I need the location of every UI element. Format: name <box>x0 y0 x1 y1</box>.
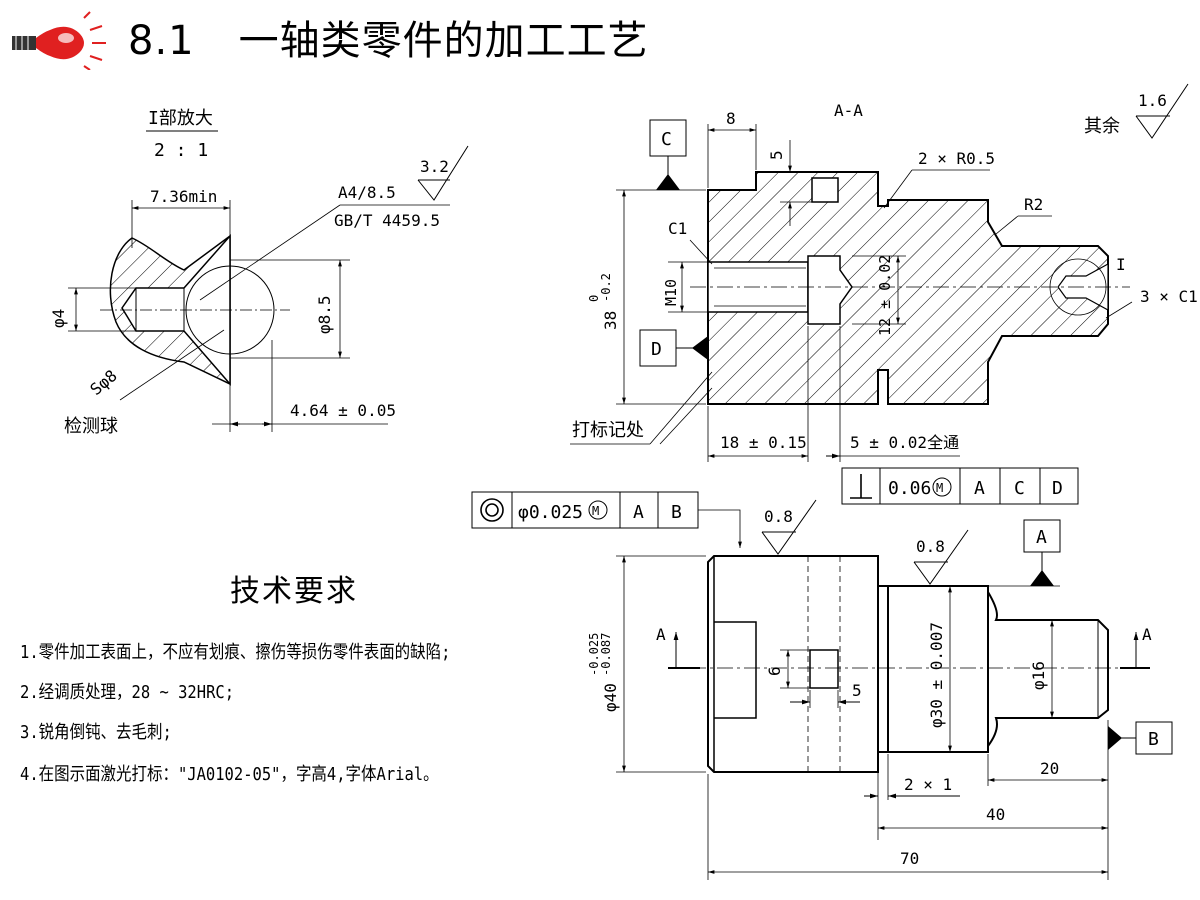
dim-small-dia: φ4 <box>49 309 68 328</box>
perp-datum-c: C <box>1014 478 1025 499</box>
section-number: 8.1 <box>128 18 195 64</box>
tech-title: 技术要求 <box>230 574 358 609</box>
requirement-4: 4.在图示面激光打标："JA0102-05"，字高4,字体Arial。 <box>20 764 439 785</box>
dim-18: 18 ± 0.15 <box>720 433 807 452</box>
perpendicularity-frame: 0.06 M A C D <box>841 467 1079 505</box>
coax-modifier: M <box>592 504 599 518</box>
roughness-rest: 1.6 <box>1138 91 1167 110</box>
dim-38-upper: 0 <box>587 295 601 302</box>
section-mark-right: A <box>1142 625 1152 644</box>
dim-8: 8 <box>726 109 736 128</box>
center-hole-spec-2: GB/T 4459.5 <box>334 211 440 230</box>
dim-40-upper: -0.025 <box>587 633 601 676</box>
dim-40-lower: -0.087 <box>599 633 613 676</box>
coax-datum-a: A <box>633 502 644 523</box>
dim-6: 6 <box>765 666 784 676</box>
dim-length: 7.36min <box>150 187 217 206</box>
dim-large-dia: φ8.5 <box>315 295 334 334</box>
chamfer-3c1: 3 × C1 <box>1140 287 1198 306</box>
section-view: A-A I 8 5 2 × R0.5 R2 3 × C1 <box>570 83 1198 462</box>
datum-c: C <box>661 129 672 150</box>
mark-note: 打标记处 <box>572 420 644 441</box>
dim-offset: 4.64 ± 0.05 <box>290 401 396 420</box>
coaxiality-frame: φ0.025 M A B <box>471 491 742 548</box>
dim-20: 20 <box>1040 759 1059 778</box>
datum-b: B <box>1148 729 1159 750</box>
dim-38: 38 <box>601 311 620 330</box>
dim-12: 12 ± 0.02 <box>876 255 894 336</box>
roughness-value: 3.2 <box>420 157 449 176</box>
center-hole-spec-1: A4/8.5 <box>338 183 396 202</box>
requirement-3: 3.锐角倒钝、去毛刺; <box>20 722 172 743</box>
dim-2x1: 2 × 1 <box>904 775 952 794</box>
perp-datum-a: A <box>974 478 985 499</box>
detail-marker: I <box>1116 255 1126 274</box>
datum-a: A <box>1036 527 1047 548</box>
dim-5b: 5 <box>852 681 862 700</box>
detail-view: I部放大 2 : 1 7.36min A4/8.5 GB/T 4459.5 3.… <box>49 108 469 437</box>
dim-slot: 5 ± 0.02全通 <box>850 433 959 452</box>
perp-datum-d: D <box>1052 478 1063 499</box>
section-mark-left: A <box>656 625 666 644</box>
roughness-2: 0.8 <box>916 537 945 556</box>
thread: M10 <box>662 279 680 306</box>
perp-modifier: M <box>936 481 943 495</box>
chamfer-c1: C1 <box>668 219 687 238</box>
dim-5: 5 <box>767 150 786 160</box>
front-view: A A 0.8 0.8 A B φ40 -0.025 -0.087 6 <box>587 499 1173 880</box>
ball-dia: Sφ8 <box>86 366 120 399</box>
page-title: 8.1 一轴类零件的加工工艺 <box>128 8 649 66</box>
requirement-2: 2.经调质处理，28 ~ 32HRC; <box>20 682 235 703</box>
groove-radius: 2 × R0.5 <box>918 149 995 168</box>
dim-40: 40 <box>986 805 1005 824</box>
dim-16: φ16 <box>1029 661 1048 690</box>
section-title: A-A <box>834 101 863 120</box>
dim-70: 70 <box>900 849 919 868</box>
datum-d: D <box>651 339 662 360</box>
roughness-1: 0.8 <box>764 507 793 526</box>
lightbulb-icon <box>12 11 106 70</box>
dim-38-lower: -0.2 <box>599 273 613 302</box>
requirement-1: 1.零件加工表面上，不应有划痕、擦伤等损伤零件表面的缺陷; <box>20 642 451 663</box>
front-outline <box>707 555 879 773</box>
detail-scale: 2 : 1 <box>154 140 208 161</box>
dim-30: φ30 ± 0.007 <box>927 622 946 728</box>
roughness-symbol <box>417 145 469 201</box>
perp-tolerance: 0.06 <box>888 478 931 499</box>
roughness-rest-label: 其余 <box>1084 116 1120 137</box>
section-title: 一轴类零件的加工工艺 <box>238 18 649 64</box>
dim-40-dia: φ40 <box>601 683 620 712</box>
ball-label: 检测球 <box>64 416 118 437</box>
fillet: R2 <box>1024 195 1043 214</box>
detail-title: I部放大 <box>148 108 213 129</box>
coax-datum-b: B <box>671 502 682 523</box>
coax-tolerance: φ0.025 <box>518 502 583 523</box>
